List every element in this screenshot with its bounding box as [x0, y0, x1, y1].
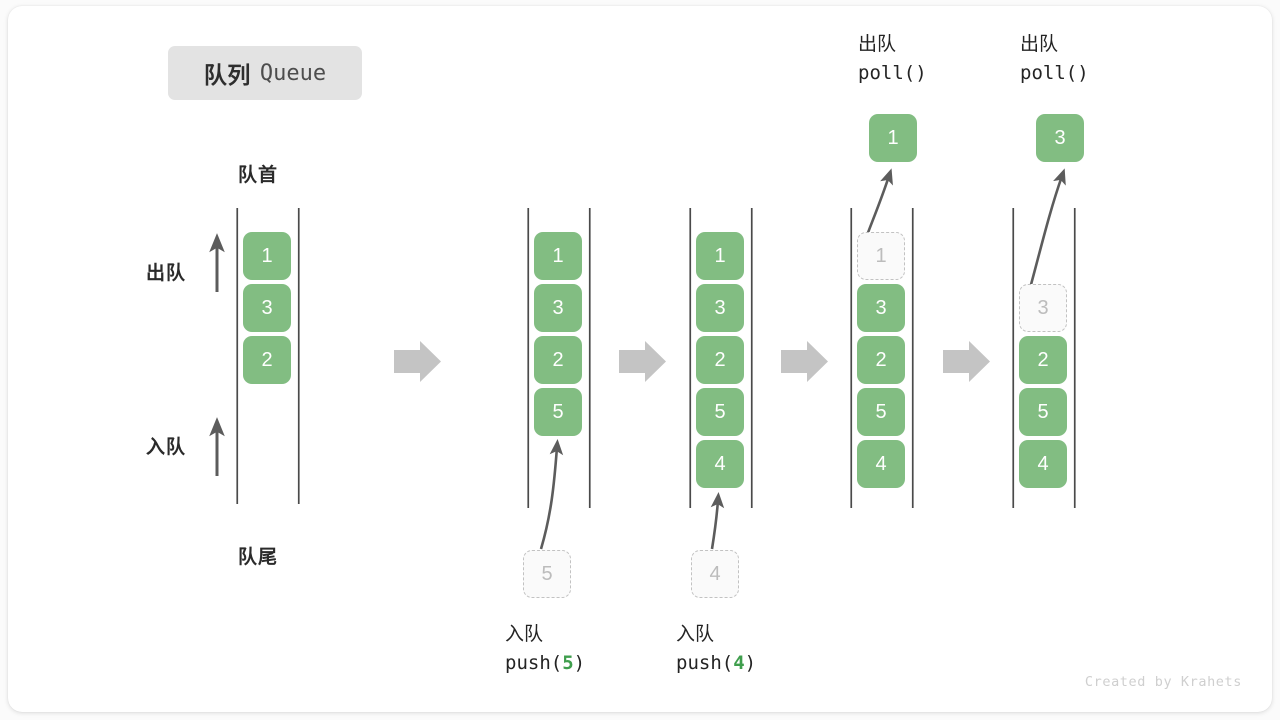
- queue-cell: 2: [534, 336, 582, 384]
- step-arrow-4: [943, 341, 990, 382]
- popped-cell: 1: [869, 114, 917, 162]
- poll-1-label-code: poll(): [858, 62, 927, 85]
- queue-cell: 4: [1019, 440, 1067, 488]
- watermark: Created by Krahets: [1084, 674, 1242, 690]
- step-arrow-3: [781, 341, 828, 382]
- queue-cell: 1: [243, 232, 291, 280]
- popped-cell: 3: [1036, 114, 1084, 162]
- outgoing-ghost-cell: 1: [857, 232, 905, 280]
- push-arrow-4: [710, 491, 725, 550]
- outgoing-ghost-cell: 3: [1019, 284, 1067, 332]
- title-label-en: Queue: [259, 60, 327, 86]
- queue-cell: 4: [696, 440, 744, 488]
- poll-arrow-1: [864, 168, 893, 239]
- operation-caption-push-5: 入队 push(5): [505, 620, 585, 679]
- queue-cell: 1: [696, 232, 744, 280]
- column-rails: [236, 208, 1076, 508]
- queue-cell: 2: [1019, 336, 1067, 384]
- poll-2-label-code: poll(): [1020, 62, 1089, 85]
- push-4-label-code: push(4): [676, 652, 757, 675]
- queue-cell: 3: [696, 284, 744, 332]
- queue-cell: 2: [696, 336, 744, 384]
- queue-cell: 3: [857, 284, 905, 332]
- enqueue-direction-label: 入队: [146, 437, 187, 458]
- queue-cell: 5: [1019, 388, 1067, 436]
- title-label-cn: 队列: [203, 62, 251, 88]
- incoming-ghost-cell: 4: [691, 550, 739, 598]
- push-4-label-cn: 入队: [676, 624, 715, 645]
- queue-tail-label: 队尾: [238, 547, 279, 568]
- queue-cell: 4: [857, 440, 905, 488]
- queue-cell: 5: [696, 388, 744, 436]
- push-5-label-cn: 入队: [505, 624, 544, 645]
- queue-cell: 3: [534, 284, 582, 332]
- operation-caption-push-4: 入队 push(4): [676, 620, 756, 679]
- queue-head-label: 队首: [238, 165, 279, 186]
- queue-cell: 5: [857, 388, 905, 436]
- dequeue-direction-label: 出队: [146, 263, 187, 284]
- poll-arrow-3: [1027, 168, 1066, 293]
- queue-cell: 1: [534, 232, 582, 280]
- queue-cell: 2: [857, 336, 905, 384]
- step-arrow-1: [394, 341, 441, 382]
- push-arrow-5: [539, 438, 564, 550]
- queue-cell: 2: [243, 336, 291, 384]
- queue-cell: 5: [534, 388, 582, 436]
- title-badge: 队列 Queue: [168, 46, 362, 100]
- step-arrow-2: [619, 341, 666, 382]
- operation-caption-poll-1: 出队 poll(): [858, 30, 927, 89]
- operation-caption-poll-2: 出队 poll(): [1020, 30, 1089, 89]
- push-5-label-code: push(5): [505, 652, 586, 675]
- poll-2-label-cn: 出队: [1020, 34, 1059, 55]
- incoming-ghost-cell: 5: [523, 550, 571, 598]
- poll-1-label-cn: 出队: [858, 34, 897, 55]
- queue-cell: 3: [243, 284, 291, 332]
